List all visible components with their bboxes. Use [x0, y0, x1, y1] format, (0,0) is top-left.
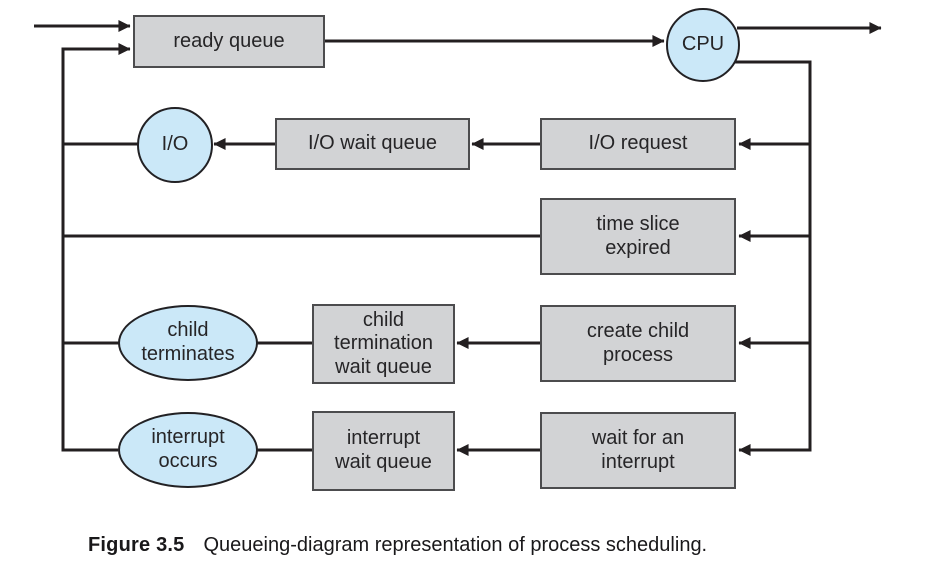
node-create-child-process-label: create child process — [586, 319, 690, 366]
node-wait-for-an-interrupt: wait for an interrupt — [540, 412, 736, 489]
node-cpu: CPU — [666, 8, 740, 82]
node-io-request-label: I/O request — [588, 132, 688, 155]
node-io-wait-queue: I/O wait queue — [275, 118, 470, 170]
figure-caption-text: Queueing-diagram representation of proce… — [203, 534, 708, 556]
node-create-child-process: create child process — [540, 305, 736, 382]
node-interrupt-wait-queue: interrupt wait queue — [312, 411, 455, 491]
node-io-label: I/O — [161, 133, 189, 156]
node-io-request: I/O request — [540, 118, 736, 170]
node-ready-queue: ready queue — [133, 15, 325, 68]
connector-requeue-arrow — [61, 42, 131, 452]
node-interrupt-occurs: interrupt occurs — [118, 412, 258, 488]
node-wait-for-an-interrupt-label: wait for an interrupt — [591, 426, 685, 473]
figure-caption: Figure 3.5 Queueing-diagram representatio… — [88, 534, 707, 557]
node-child-termination-wait-queue-label: child termination wait queue — [334, 308, 433, 378]
figure-number: Figure 3.5 — [88, 534, 185, 556]
node-interrupt-occurs-label: interrupt occurs — [151, 426, 225, 472]
node-interrupt-wait-queue-label: interrupt wait queue — [335, 427, 432, 473]
node-child-terminates: child terminates — [118, 305, 258, 381]
node-time-slice-expired-label: time slice expired — [596, 212, 680, 259]
node-ready-queue-label: ready queue — [173, 29, 285, 52]
node-io-wait-queue-label: I/O wait queue — [308, 132, 437, 155]
node-child-terminates-label: child terminates — [141, 319, 235, 365]
node-child-termination-wait-queue: child termination wait queue — [312, 304, 455, 384]
node-time-slice-expired: time slice expired — [540, 198, 736, 275]
node-io: I/O — [137, 107, 213, 183]
connector-cpu-dispatch-rail-arrow — [734, 60, 812, 457]
node-cpu-label: CPU — [681, 33, 725, 56]
